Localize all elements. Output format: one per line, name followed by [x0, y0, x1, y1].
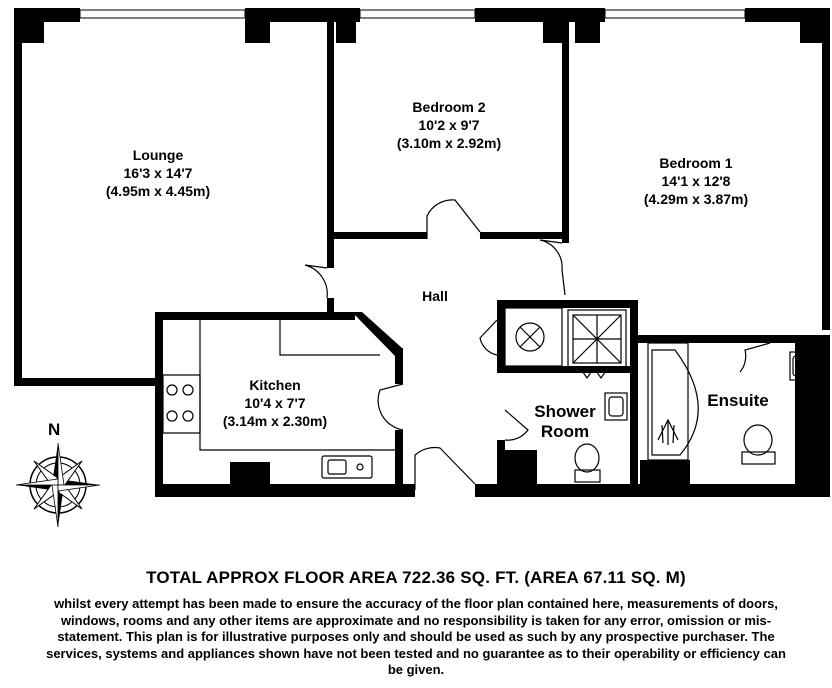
room-name-line2: Room	[540, 422, 590, 441]
shower-tray	[567, 309, 627, 380]
room-name: Bedroom 2	[412, 99, 486, 115]
room-size-metric: (3.14m x 2.30m)	[222, 413, 328, 429]
room-size-metric: (3.10m x 2.92m)	[396, 135, 502, 151]
room-name-line1: Shower	[534, 402, 596, 421]
room-name: Hall	[422, 288, 448, 304]
compass-north-label: N	[48, 420, 61, 439]
room-label-bedroom-2: Bedroom 2 10'2 x 9'7 (3.10m x 2.92m)	[397, 98, 501, 152]
room-size-imperial: 10'2 x 9'7	[418, 117, 480, 133]
room-label-lounge: Lounge 16'3 x 14'7 (4.95m x 4.45m)	[106, 146, 210, 200]
room-name: Ensuite	[707, 391, 769, 410]
room-label-bedroom-1: Bedroom 1 14'1 x 12'8 (4.29m x 3.87m)	[644, 154, 748, 208]
cupboard-unit	[504, 307, 563, 367]
room-size-imperial: 10'4 x 7'7	[244, 395, 306, 411]
compass-rose-icon	[15, 442, 101, 528]
room-name: Bedroom 1	[659, 155, 733, 171]
room-size-imperial: 14'1 x 12'8	[661, 173, 731, 189]
windows	[79, 9, 746, 19]
room-size-metric: (4.29m x 3.87m)	[643, 191, 749, 207]
room-name: Kitchen	[249, 377, 301, 393]
doors	[304, 199, 771, 490]
shower-room-fittings	[574, 392, 628, 483]
room-label-ensuite: Ensuite	[707, 391, 768, 411]
room-size-imperial: 16'3 x 14'7	[123, 165, 193, 181]
kitchen-fittings	[162, 320, 395, 479]
room-label-hall: Hall	[422, 287, 448, 305]
room-size-metric: (4.95m x 4.45m)	[105, 183, 211, 199]
disclaimer-text: whilst every attempt has been made to en…	[46, 596, 786, 677]
room-label-shower-room: Shower Room	[534, 402, 595, 442]
room-label-kitchen: Kitchen 10'4 x 7'7 (3.14m x 2.30m)	[223, 376, 327, 430]
ensuite-fittings	[647, 342, 809, 465]
floor-plan	[14, 8, 830, 528]
floor-area-title: TOTAL APPROX FLOOR AREA 722.36 SQ. FT. (…	[146, 568, 686, 587]
room-name: Lounge	[132, 147, 184, 163]
walls	[14, 8, 830, 497]
